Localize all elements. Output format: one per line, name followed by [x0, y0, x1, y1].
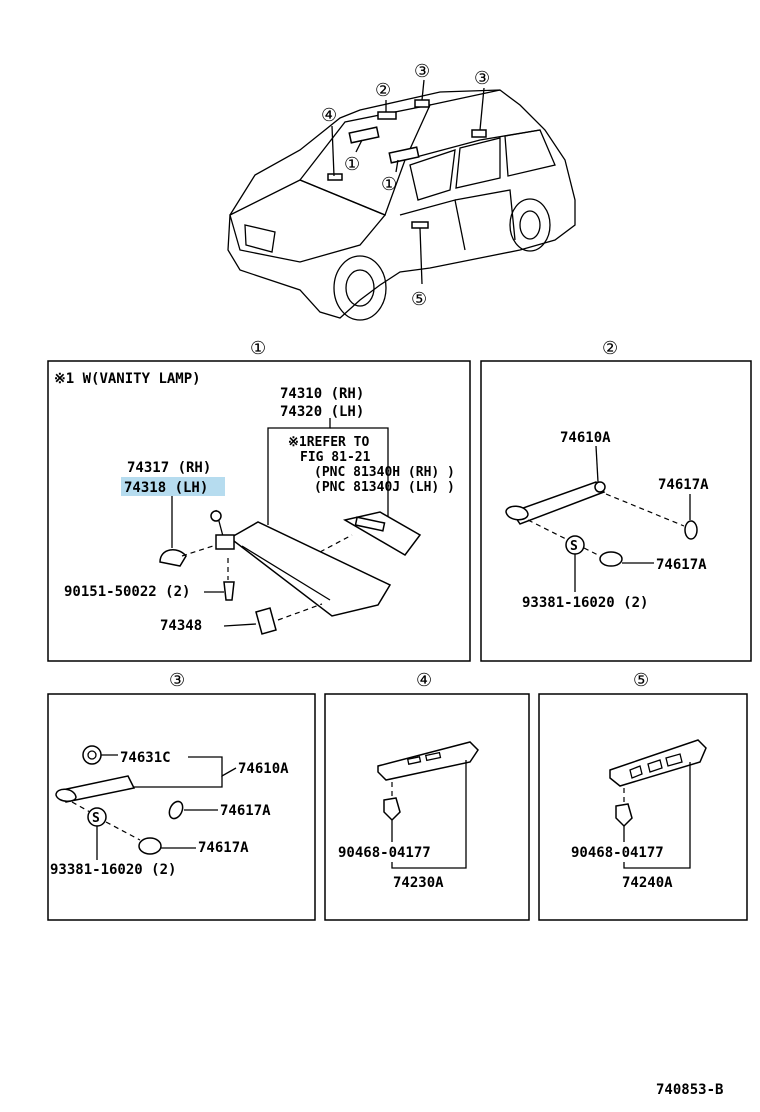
part-93381-p2: 93381-16020 (2) [522, 595, 648, 611]
refer-line-3: (PNC 81340H (RH) ) [314, 465, 455, 480]
part-74348: 74348 [160, 618, 202, 634]
part-90151: 90151-50022 (2) [64, 584, 190, 600]
car-marker-3b: ③ [474, 68, 490, 89]
car-marker-4: ④ [321, 105, 337, 126]
screw-mark-p3: S [92, 811, 100, 826]
part-74310: 74310 (RH) [280, 386, 364, 402]
part-90468-p4: 90468-04177 [338, 845, 431, 861]
panel-3-marker: ③ [169, 670, 185, 691]
part-74631c: 74631C [120, 750, 171, 766]
car-marker-1b: ① [381, 174, 397, 195]
panel-3-assist-grip: ③ 74631C 74610A 74617A 74617A 93381-1602… [47, 670, 316, 921]
figure-code: 740853-B [656, 1082, 723, 1098]
car-marker-2: ② [375, 80, 391, 101]
panel-2-marker: ② [602, 338, 618, 359]
part-74230a: 74230A [393, 875, 444, 891]
refer-line-4: (PNC 81340J (LH) ) [314, 480, 455, 495]
car-marker-3: ③ [414, 61, 430, 82]
car-marker-5: ⑤ [411, 289, 427, 310]
part-74320: 74320 (LH) [280, 404, 364, 420]
panel-4-scuff-plate: ④ 90468-04177 74230A [324, 670, 530, 921]
part-93381-p3: 93381-16020 (2) [50, 862, 176, 878]
refer-line-2: FIG 81-21 [300, 450, 371, 465]
highlight-74318 [121, 477, 225, 496]
part-90468-p5: 90468-04177 [571, 845, 664, 861]
panel-5-scuff-plate: ⑤ 90468-04177 74240A [538, 670, 748, 921]
panel-1-sun-visor: ① ※1 W(VANITY LAMP) 74310 (RH) 74320 (LH… [47, 338, 471, 662]
vehicle-overview: ④ ② ③ ③ ① ① ⑤ [227, 61, 576, 321]
part-74617a-p2-upper: 74617A [658, 477, 709, 493]
part-74318: 74318 (LH) [124, 480, 208, 496]
part-74610a-p2: 74610A [560, 430, 611, 446]
refer-line-1: ※1REFER TO [288, 435, 370, 450]
part-74610a-p3: 74610A [238, 761, 289, 777]
car-marker-1: ① [344, 154, 360, 175]
part-74617a-p3-upper: 74617A [220, 803, 271, 819]
part-74617a-p2-lower: 74617A [656, 557, 707, 573]
panel-5-marker: ⑤ [633, 670, 649, 691]
panel-2-assist-grip: ② 74610A 74617A 74617A 93381-16020 (2) S [480, 338, 752, 662]
panel-1-marker: ① [250, 338, 266, 359]
panel-4-marker: ④ [416, 670, 432, 691]
part-74317: 74317 (RH) [127, 460, 211, 476]
screw-mark-p2: S [570, 539, 578, 554]
part-74240a: 74240A [622, 875, 673, 891]
part-74617a-p3-lower: 74617A [198, 840, 249, 856]
vanity-lamp-note: ※1 W(VANITY LAMP) [54, 371, 201, 387]
